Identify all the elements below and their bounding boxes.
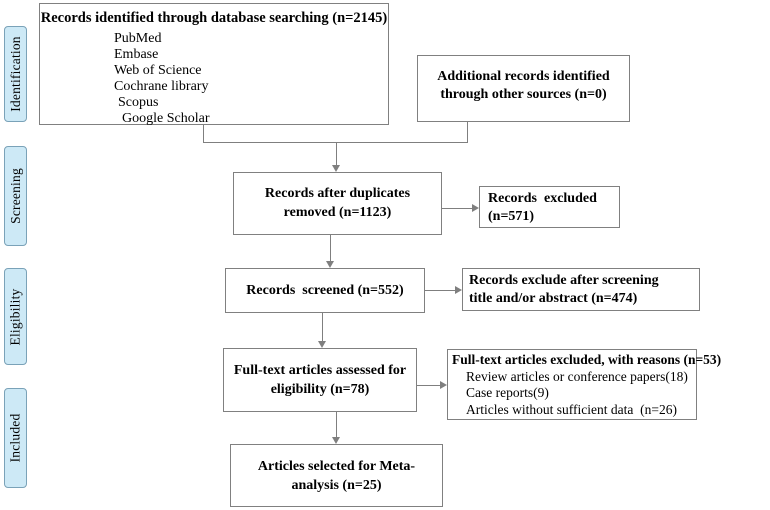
box-records-excluded: Records excluded (n=571) bbox=[479, 186, 620, 228]
box-additional-records-line2: through other sources (n=0) bbox=[440, 87, 607, 102]
stage-label-eligibility: Eligibility bbox=[7, 288, 23, 345]
box-fulltext-excluded-title: Full-text articles excluded, with reason… bbox=[452, 352, 722, 367]
box-fulltext-assessed: Full-text articles assessed for eligibil… bbox=[223, 348, 417, 412]
arrow-merge-to-duplicates bbox=[336, 142, 337, 165]
stage-tab-eligibility: Eligibility bbox=[4, 268, 27, 365]
database-source: PubMed bbox=[114, 31, 162, 46]
arrow-screened-to-fulltext bbox=[322, 313, 323, 341]
stage-label-screening: Screening bbox=[7, 168, 23, 224]
box-duplicates-removed: Records after duplicates removed (n=1123… bbox=[233, 172, 442, 235]
connector-db-to-merge bbox=[203, 124, 204, 142]
arrowhead-screened-to-excluded bbox=[455, 286, 462, 294]
box-excluded-after-screening: Records exclude after screening title an… bbox=[462, 268, 700, 311]
box-meta-analysis-line2: analysis (n=25) bbox=[291, 478, 382, 493]
arrowhead-screened-to-fulltext bbox=[318, 341, 326, 348]
arrow-duplicates-to-screened bbox=[330, 235, 331, 261]
stage-tab-identification: Identification bbox=[4, 26, 27, 122]
database-source: Web of Science bbox=[114, 63, 202, 78]
box-duplicates-removed-line2: removed (n=1123) bbox=[283, 205, 392, 220]
stage-label-included: Included bbox=[7, 413, 23, 463]
database-source: Scopus bbox=[118, 95, 159, 110]
fulltext-excluded-reason: Review articles or conference papers(18) bbox=[466, 368, 688, 384]
arrowhead-merge-to-duplicates bbox=[332, 165, 340, 172]
arrow-screened-to-excluded bbox=[425, 290, 455, 291]
box-records-screened-label: Records screened (n=552) bbox=[246, 282, 404, 298]
database-source: Embase bbox=[114, 47, 159, 62]
database-source: Cochrane library bbox=[114, 79, 209, 94]
arrow-duplicates-to-excluded bbox=[442, 208, 472, 209]
arrow-fulltext-to-meta bbox=[336, 412, 337, 437]
stage-label-identification: Identification bbox=[7, 36, 23, 112]
box-records-screened: Records screened (n=552) bbox=[225, 268, 425, 313]
box-records-excluded-line2: (n=571) bbox=[488, 209, 535, 224]
box-additional-records-line1: Additional records identified bbox=[437, 69, 610, 84]
arrowhead-duplicates-to-excluded bbox=[472, 204, 479, 212]
fulltext-excluded-reason: Case reports(9) bbox=[466, 385, 549, 400]
box-meta-analysis-selected: Articles selected for Meta- analysis (n=… bbox=[230, 444, 443, 507]
box-additional-records: Additional records identified through ot… bbox=[417, 55, 630, 122]
box-database-searching-title: Records identified through database sear… bbox=[40, 10, 388, 26]
box-duplicates-removed-line1: Records after duplicates bbox=[264, 186, 411, 201]
stage-tab-included: Included bbox=[4, 388, 27, 488]
stage-tab-screening: Screening bbox=[4, 146, 27, 246]
arrowhead-fulltext-to-meta bbox=[332, 437, 340, 444]
box-fulltext-excluded: Full-text articles excluded, with reason… bbox=[447, 349, 722, 420]
arrowhead-fulltext-to-excluded bbox=[440, 381, 447, 389]
database-source-list: PubMed Embase Web of Science Cochrane li… bbox=[40, 27, 388, 127]
box-database-searching: Records identified through database sear… bbox=[39, 3, 389, 127]
fulltext-excluded-reason: Articles without sufficient data (n=26) bbox=[466, 401, 677, 417]
box-meta-analysis-line1: Articles selected for Meta- bbox=[257, 459, 416, 474]
box-excluded-after-screening-line1: Records exclude after screening bbox=[469, 273, 659, 288]
box-excluded-after-screening-line2: title and/or abstract (n=474) bbox=[469, 291, 638, 306]
arrow-fulltext-to-excluded bbox=[417, 385, 440, 386]
box-fulltext-assessed-line2: eligibility (n=78) bbox=[270, 382, 370, 397]
connector-other-to-merge bbox=[467, 122, 468, 142]
database-source: Google Scholar bbox=[122, 111, 210, 126]
connector-merge-horizontal bbox=[203, 142, 468, 143]
box-records-excluded-line1: Records excluded bbox=[488, 191, 597, 206]
arrowhead-duplicates-to-screened bbox=[326, 261, 334, 268]
box-fulltext-assessed-line1: Full-text articles assessed for bbox=[233, 363, 407, 378]
